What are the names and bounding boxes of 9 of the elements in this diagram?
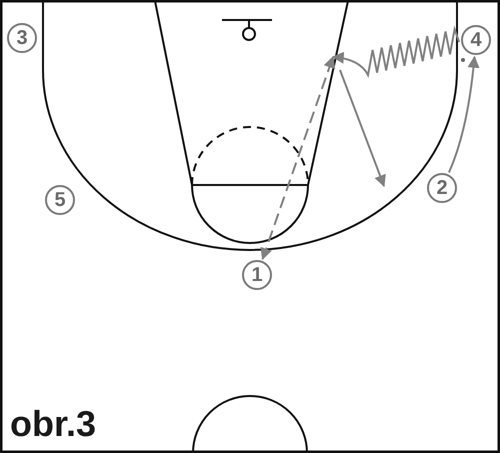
pass-arrow [260, 56, 336, 260]
player-circle: 5 [45, 185, 75, 215]
figure-caption: obr.3 [10, 404, 96, 444]
movement-arrow [448, 56, 480, 173]
player-circle: 3 [7, 23, 37, 53]
player-circle: 4 [461, 25, 491, 55]
dribble-arrow [332, 28, 460, 76]
player-circle: 2 [427, 173, 457, 203]
player-circle: 1 [242, 260, 272, 290]
